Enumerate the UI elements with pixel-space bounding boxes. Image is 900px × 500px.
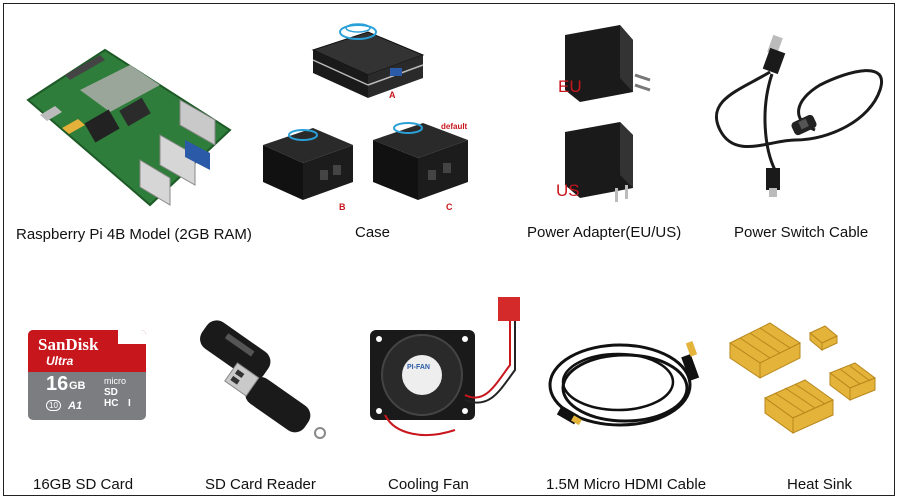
case-tag-b: B xyxy=(339,202,346,212)
case-tag-a: A xyxy=(389,90,396,100)
micro-hdmi-cable-image xyxy=(540,330,710,450)
sd-a1: A1 xyxy=(68,400,83,412)
sd-micro: micro xyxy=(104,376,126,386)
hdmi-label: 1.5M Micro HDMI Cable xyxy=(546,476,707,493)
case-label: Case xyxy=(355,224,391,241)
heat-sink-image xyxy=(725,318,890,443)
sd-c10: 10 xyxy=(46,400,61,411)
sd-class: I xyxy=(128,398,131,409)
raspberry-pi-board-image xyxy=(10,20,240,220)
sd-card-image: SanDisk Ultra 16 GB micro SD HC I 10 A1 xyxy=(28,330,146,420)
sd-card-reader-image xyxy=(185,320,335,440)
switch-cable-label: Power Switch Cable xyxy=(734,224,869,241)
adapter-us-tag: US xyxy=(556,181,580,200)
case-tag-c: C xyxy=(446,202,453,212)
fan-label: Cooling Fan xyxy=(388,476,469,493)
sd-hc-mark: HC xyxy=(104,398,119,409)
sd-capacity: 16 xyxy=(46,373,69,395)
adapter-eu-tag: EU xyxy=(558,77,582,96)
adapter-label: Power Adapter(EU/US) xyxy=(527,224,682,241)
cooling-fan-image: PI-FAN xyxy=(365,295,525,445)
sd-series: Ultra xyxy=(46,354,74,368)
sd-brand: SanDisk xyxy=(38,335,99,354)
case-images: A B C default xyxy=(258,10,478,215)
case-default-tag: default xyxy=(441,122,468,131)
sd-capacity-unit: GB xyxy=(69,380,86,392)
sd-sd-mark: SD xyxy=(104,387,118,398)
heat-sink-label: Heat Sink xyxy=(787,476,853,493)
sd-card-label: 16GB SD Card xyxy=(33,476,134,493)
pi-label: Raspberry Pi 4B Model (2GB RAM) xyxy=(16,226,252,243)
power-adapter-images: EU US xyxy=(545,20,675,205)
reader-label: SD Card Reader xyxy=(205,476,316,493)
power-switch-cable-image xyxy=(700,30,890,205)
fan-brand: PI-FAN xyxy=(407,364,430,371)
